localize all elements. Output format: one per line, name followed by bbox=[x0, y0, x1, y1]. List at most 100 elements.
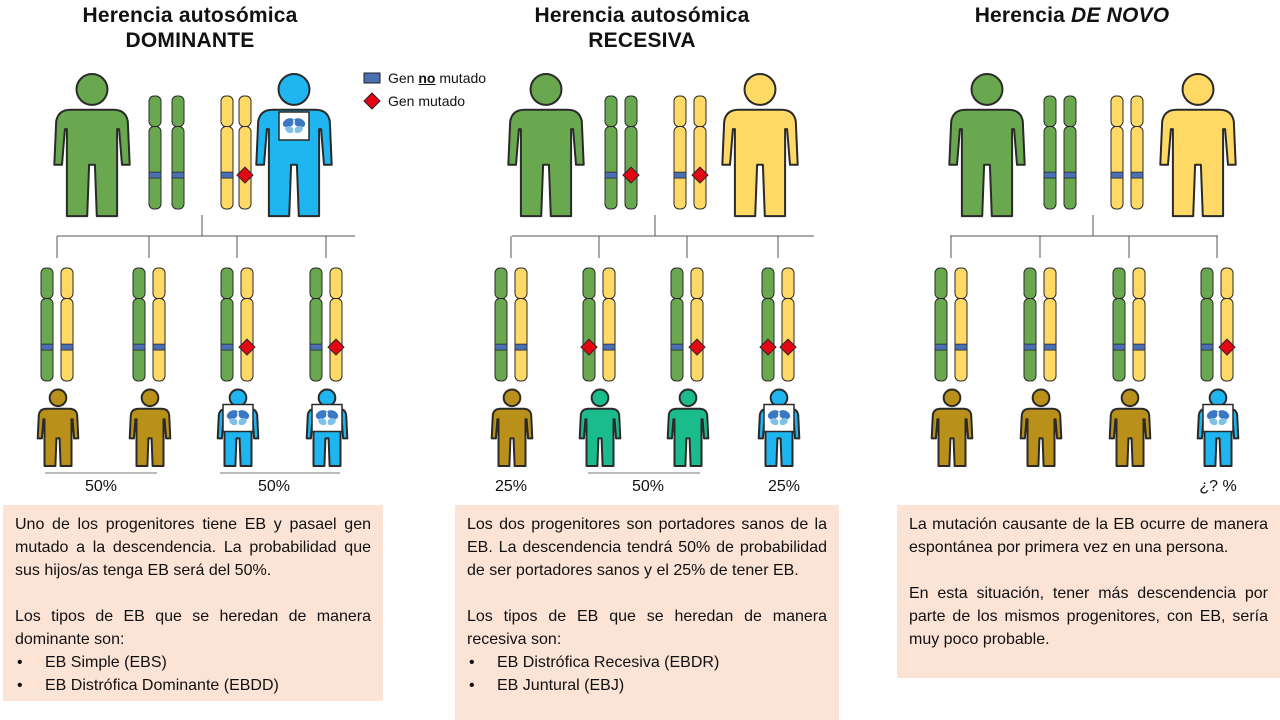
parent-chromosome bbox=[236, 95, 254, 210]
parent-chromosome bbox=[1043, 95, 1057, 210]
child-chromosome bbox=[779, 267, 797, 382]
parent-mother-figure bbox=[255, 72, 333, 218]
chromosome-arm-short bbox=[152, 267, 166, 300]
chromosome-arm-long bbox=[220, 126, 234, 210]
child-chromosome bbox=[670, 267, 684, 382]
butterfly-wing bbox=[779, 418, 788, 426]
child-chromosome bbox=[759, 267, 777, 382]
chromosome-arm-long bbox=[670, 298, 684, 382]
butterfly-wing bbox=[229, 418, 238, 426]
person-body bbox=[128, 407, 172, 467]
normal-gene-icon bbox=[1112, 343, 1126, 351]
pct-recessive-3: 25% bbox=[767, 478, 801, 495]
pct-recessive-1: 25% bbox=[494, 478, 528, 495]
title-recessive: Herencia autosómica RECESIVA bbox=[492, 3, 792, 53]
parent-mother-figure bbox=[1159, 72, 1237, 218]
person-head bbox=[1181, 72, 1215, 106]
normal-gene-icon bbox=[171, 171, 185, 179]
child-chromosome bbox=[327, 267, 345, 382]
person-head bbox=[769, 388, 789, 408]
child-chromosome bbox=[1218, 267, 1236, 382]
chromosome-arm-long bbox=[1112, 298, 1126, 382]
mutated-gene-icon bbox=[779, 338, 797, 356]
legend-normal-prefix: Gen bbox=[388, 69, 419, 86]
child-figure bbox=[490, 388, 534, 467]
normal-gene-icon bbox=[602, 343, 616, 351]
parent-chromosome bbox=[220, 95, 234, 210]
title-dominant-line1: Herencia autosómica bbox=[82, 4, 298, 27]
mutated-gene-icon bbox=[759, 338, 777, 356]
denovo-description: La mutación causante de la EB ocurre de … bbox=[909, 516, 1268, 556]
person-body bbox=[666, 407, 710, 467]
child-chromosome bbox=[60, 267, 74, 382]
recessive-types-list: EB Distrófica Recesiva (EBDR) EB Juntura… bbox=[467, 651, 827, 697]
parent-chromosome bbox=[691, 95, 709, 210]
mutated-gene-icon bbox=[238, 338, 256, 356]
legend-normal-label: Gen no mutado bbox=[388, 70, 486, 86]
chromosome-arm-short bbox=[1220, 267, 1234, 300]
butterfly-wing bbox=[294, 126, 303, 134]
child-chromosome bbox=[132, 267, 146, 382]
person-body bbox=[36, 407, 80, 467]
chromosome-arm-short bbox=[954, 267, 968, 300]
child-chromosome bbox=[1023, 267, 1037, 382]
normal-gene-icon bbox=[60, 343, 74, 351]
chromosome-arm-short bbox=[329, 267, 343, 300]
pct-recessive-2: 50% bbox=[631, 478, 665, 495]
chromosome-arm-short bbox=[1063, 95, 1077, 128]
normal-gene-icon bbox=[152, 343, 166, 351]
chromosome-arm-short bbox=[1130, 95, 1144, 128]
chromosome-arm-short bbox=[1043, 267, 1057, 300]
person-body bbox=[578, 407, 622, 467]
chromosome-arm-long bbox=[40, 298, 54, 382]
parent-chromosome bbox=[171, 95, 185, 210]
chromosome-arm-short bbox=[494, 267, 508, 300]
person-head bbox=[48, 388, 68, 408]
child-figure bbox=[930, 388, 974, 467]
butterfly-wing bbox=[285, 126, 294, 134]
child-chromosome bbox=[934, 267, 948, 382]
chromosome-arm-short bbox=[148, 95, 162, 128]
chromosome-arm-long bbox=[1043, 298, 1057, 382]
butterfly-wing bbox=[1218, 418, 1227, 426]
chromosome-arm-long bbox=[954, 298, 968, 382]
chromosome-arm-short bbox=[309, 267, 323, 300]
text-box-denovo: La mutación causante de la EB ocurre de … bbox=[897, 505, 1280, 678]
legend-normal-suffix: mutado bbox=[435, 69, 487, 86]
chromosome-arm-long bbox=[148, 126, 162, 210]
mutated-gene-icon bbox=[691, 166, 709, 184]
chromosome-arm-short bbox=[132, 267, 146, 300]
normal-gene-icon bbox=[220, 343, 234, 351]
butterfly-body bbox=[326, 412, 328, 424]
chromosome-arm-short bbox=[670, 267, 684, 300]
butterfly-wing bbox=[318, 418, 327, 426]
chromosome-arm-short bbox=[60, 267, 74, 300]
parent-father-figure bbox=[53, 72, 131, 218]
mutated-gene-icon bbox=[622, 166, 640, 184]
child-figure bbox=[578, 388, 622, 467]
chromosome-arm-short bbox=[781, 267, 795, 300]
genetics-graphics bbox=[36, 72, 1240, 474]
chromosome-arm-long bbox=[1063, 126, 1077, 210]
legend-mutated-label: Gen mutado bbox=[388, 92, 466, 109]
chromosome-arm-short bbox=[1043, 95, 1057, 128]
butterfly-body bbox=[778, 412, 780, 424]
person-head bbox=[502, 388, 522, 408]
normal-gene-icon bbox=[40, 343, 54, 351]
chromosome-arm-short bbox=[673, 95, 687, 128]
parent-chromosome bbox=[148, 95, 162, 210]
chromosome-arm-short bbox=[761, 267, 775, 300]
parent-mother-figure bbox=[721, 72, 799, 218]
child-chromosome bbox=[238, 267, 256, 382]
chromosome-arm-long bbox=[220, 298, 234, 382]
butterfly-icon bbox=[763, 403, 795, 433]
chromosome-arm-short bbox=[693, 95, 707, 128]
butterfly-wing bbox=[770, 418, 779, 426]
normal-gene-icon bbox=[494, 343, 508, 351]
butterfly-body bbox=[1217, 412, 1219, 424]
normal-gene-icon bbox=[673, 171, 687, 179]
legend: Gen no mutado Gen mutado bbox=[362, 66, 486, 112]
butterfly-wing bbox=[778, 410, 791, 420]
butterfly-icon bbox=[1202, 403, 1234, 433]
